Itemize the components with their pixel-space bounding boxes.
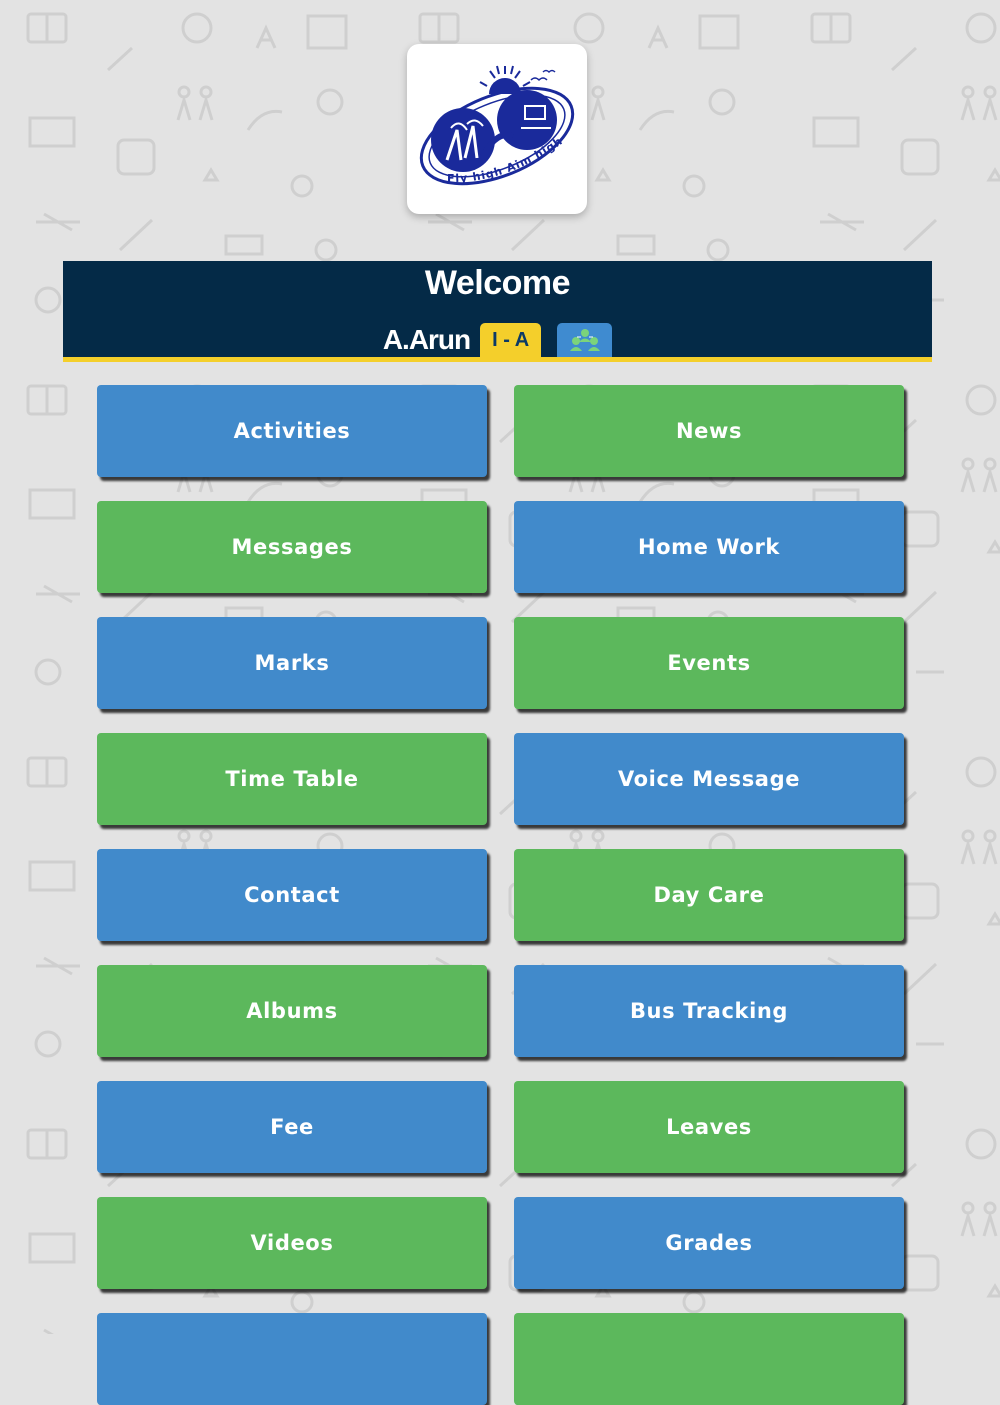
more-left-button[interactable] [97, 1313, 487, 1405]
activities-button[interactable]: Activities [97, 385, 487, 477]
fee-button[interactable]: Fee [97, 1081, 487, 1173]
time-table-button[interactable]: Time Table [97, 733, 487, 825]
bus-tracking-button[interactable]: Bus Tracking [514, 965, 904, 1057]
news-button[interactable]: News [514, 385, 904, 477]
student-info: A.Arun I - A [63, 323, 932, 357]
contact-button[interactable]: Contact [97, 849, 487, 941]
school-logo: Fly high Aim higher [407, 44, 587, 214]
videos-button[interactable]: Videos [97, 1197, 487, 1289]
school-logo-graphic: Fly high Aim higher [407, 44, 575, 186]
more-right-button[interactable] [514, 1313, 904, 1405]
switch-student-button[interactable] [557, 323, 613, 357]
albums-button[interactable]: Albums [97, 965, 487, 1057]
leaves-button[interactable]: Leaves [514, 1081, 904, 1173]
welcome-header: Welcome A.Arun I - A [63, 261, 932, 362]
users-group-icon [569, 329, 600, 351]
marks-button[interactable]: Marks [97, 617, 487, 709]
class-section-badge: I - A [480, 323, 542, 357]
voice-message-button[interactable]: Voice Message [514, 733, 904, 825]
day-care-button[interactable]: Day Care [514, 849, 904, 941]
events-button[interactable]: Events [514, 617, 904, 709]
student-name: A.Arun [382, 324, 471, 355]
messages-button[interactable]: Messages [97, 501, 487, 593]
welcome-title: Welcome [424, 264, 571, 302]
grades-button[interactable]: Grades [514, 1197, 904, 1289]
home-work-button[interactable]: Home Work [514, 501, 904, 593]
